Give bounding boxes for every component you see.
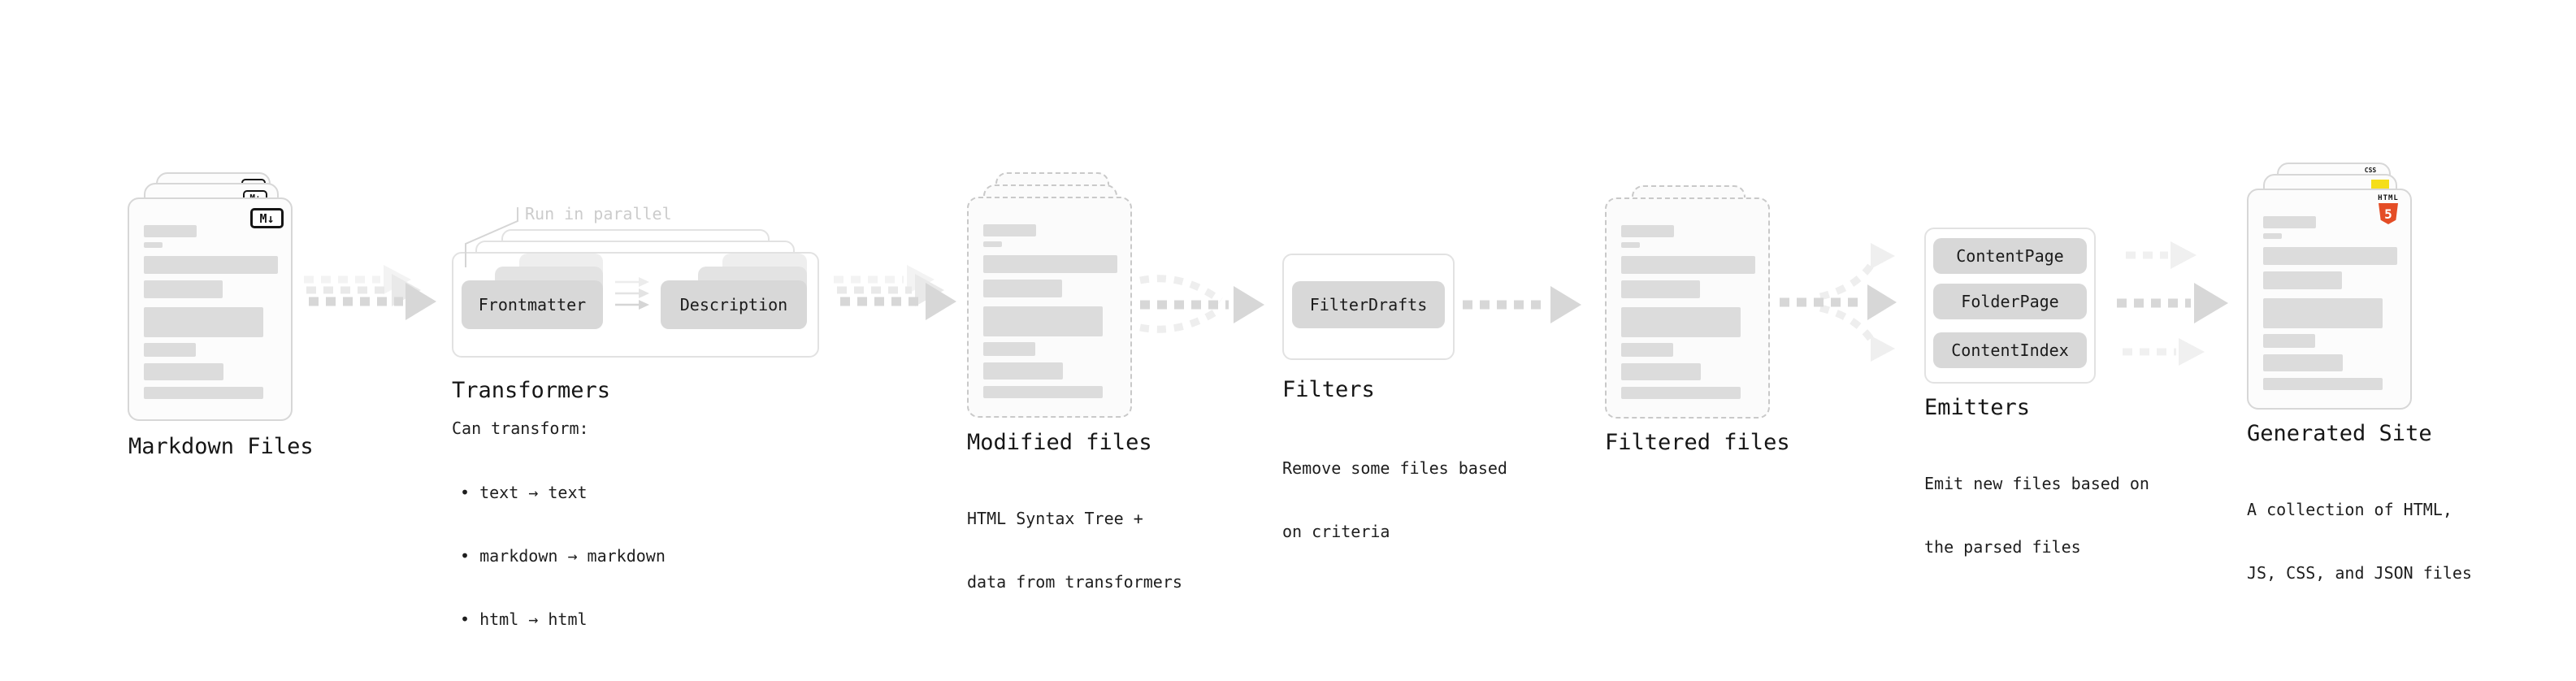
html5-icon-shield: 5 <box>2379 203 2398 224</box>
caption-line: Remove some files based <box>1282 458 1507 478</box>
filtered-file-card <box>1605 197 1770 419</box>
transformers-heading: Transformers <box>452 378 611 403</box>
skeleton-text-bar <box>2263 216 2316 228</box>
skeleton-text-bar <box>983 241 1002 247</box>
skeleton-text-bar <box>2263 378 2383 390</box>
skeleton-text-bar <box>2263 233 2282 239</box>
run-in-parallel-note: Run in parallel <box>525 204 672 223</box>
markdown-file-card: M↓ <box>128 197 293 421</box>
bullet-item: markdown → markdown <box>460 545 666 566</box>
transformer-pill-frontmatter: Frontmatter <box>462 280 603 329</box>
skeleton-text-bar <box>983 342 1035 356</box>
skeleton-text-bar <box>2263 271 2342 289</box>
skeleton-text-bar <box>983 362 1063 380</box>
generated-site-caption: A collection of HTML, JS, CSS, and JSON … <box>2247 457 2472 626</box>
caption-line: HTML Syntax Tree + <box>967 509 1143 528</box>
skeleton-text-bar <box>1621 280 1700 298</box>
skeleton-text-bar <box>144 363 223 380</box>
skeleton-text-bar <box>144 225 197 237</box>
skeleton-text-bar <box>1621 307 1741 337</box>
skeleton-text-bar <box>983 255 1117 273</box>
skeleton-text-bar <box>144 343 196 357</box>
caption-line: the parsed files <box>1924 537 2081 557</box>
skeleton-text-bar <box>2263 354 2343 371</box>
skeleton-text-bar <box>144 387 263 399</box>
filter-pill-filterdrafts: FilterDrafts <box>1292 281 1445 328</box>
skeleton-text-bar <box>1621 343 1673 357</box>
generated-site-heading: Generated Site <box>2247 421 2432 446</box>
transformers-caption-title: Can transform: <box>452 419 589 438</box>
caption-line: JS, CSS, and JSON files <box>2247 563 2472 583</box>
css-icon-label: CSS <box>2364 167 2377 174</box>
skeleton-text-bar <box>144 242 163 248</box>
generated-file-card: HTML 5 <box>2247 189 2412 410</box>
skeleton-text-bar <box>983 224 1036 236</box>
bullet-item: html → html <box>460 609 666 630</box>
filters-caption: Remove some files based on criteria <box>1282 415 1507 584</box>
filters-heading: Filters <box>1282 377 1375 402</box>
emitters-caption: Emit new files based on the parsed files <box>1924 431 2149 600</box>
transformers-bullet-list: text → text markdown → markdown html → h… <box>460 440 666 672</box>
skeleton-text-bar <box>2263 334 2315 348</box>
skeleton-text-bar <box>144 280 223 298</box>
filtered-files-heading: Filtered files <box>1605 430 1790 455</box>
transformer-pill-description: Description <box>661 280 807 329</box>
skeleton-text-bar <box>2263 298 2383 328</box>
emitter-pill-contentindex: ContentIndex <box>1933 332 2087 368</box>
caption-line: A collection of HTML, <box>2247 500 2452 519</box>
modified-file-card <box>967 197 1132 418</box>
skeleton-text-bar <box>983 280 1062 297</box>
arrow-modified-to-filters <box>1139 275 1264 333</box>
emitter-pill-contentpage: ContentPage <box>1933 238 2087 274</box>
bullet-item: text → text <box>460 482 666 503</box>
javascript-icon <box>2371 180 2389 189</box>
arrow-transformers-to-modified <box>834 265 956 320</box>
arrow-emitters-to-generated <box>2117 241 2228 366</box>
skeleton-text-bar <box>983 306 1103 336</box>
arrow-markdown-to-transformers <box>304 265 436 320</box>
html5-icon: HTML 5 <box>2375 194 2401 224</box>
skeleton-text-bar <box>983 386 1103 398</box>
modified-files-heading: Modified files <box>967 430 1152 455</box>
markdown-files-label: Markdown Files <box>128 434 314 459</box>
caption-line: data from transformers <box>967 572 1182 592</box>
skeleton-text-bar <box>1621 242 1640 248</box>
skeleton-text-bar <box>1621 225 1674 237</box>
emitters-heading: Emitters <box>1924 395 2031 420</box>
skeleton-text-bar <box>1621 363 1701 380</box>
arrow-filters-to-filtered <box>1463 286 1581 323</box>
skeleton-text-bar <box>144 307 263 337</box>
caption-line: on criteria <box>1282 522 1390 541</box>
emitter-pill-folderpage: FolderPage <box>1933 284 2087 319</box>
skeleton-text-bar <box>1621 256 1755 274</box>
skeleton-text-bar <box>1621 387 1741 399</box>
modified-files-caption: HTML Syntax Tree + data from transformer… <box>967 466 1182 635</box>
skeleton-text-bar <box>144 256 278 274</box>
html5-icon-word: HTML <box>2378 194 2399 202</box>
arrow-filtered-to-emitters <box>1780 243 1897 362</box>
markdown-icon: M↓ <box>250 208 284 228</box>
caption-line: Emit new files based on <box>1924 474 2149 493</box>
skeleton-text-bar <box>2263 247 2397 265</box>
